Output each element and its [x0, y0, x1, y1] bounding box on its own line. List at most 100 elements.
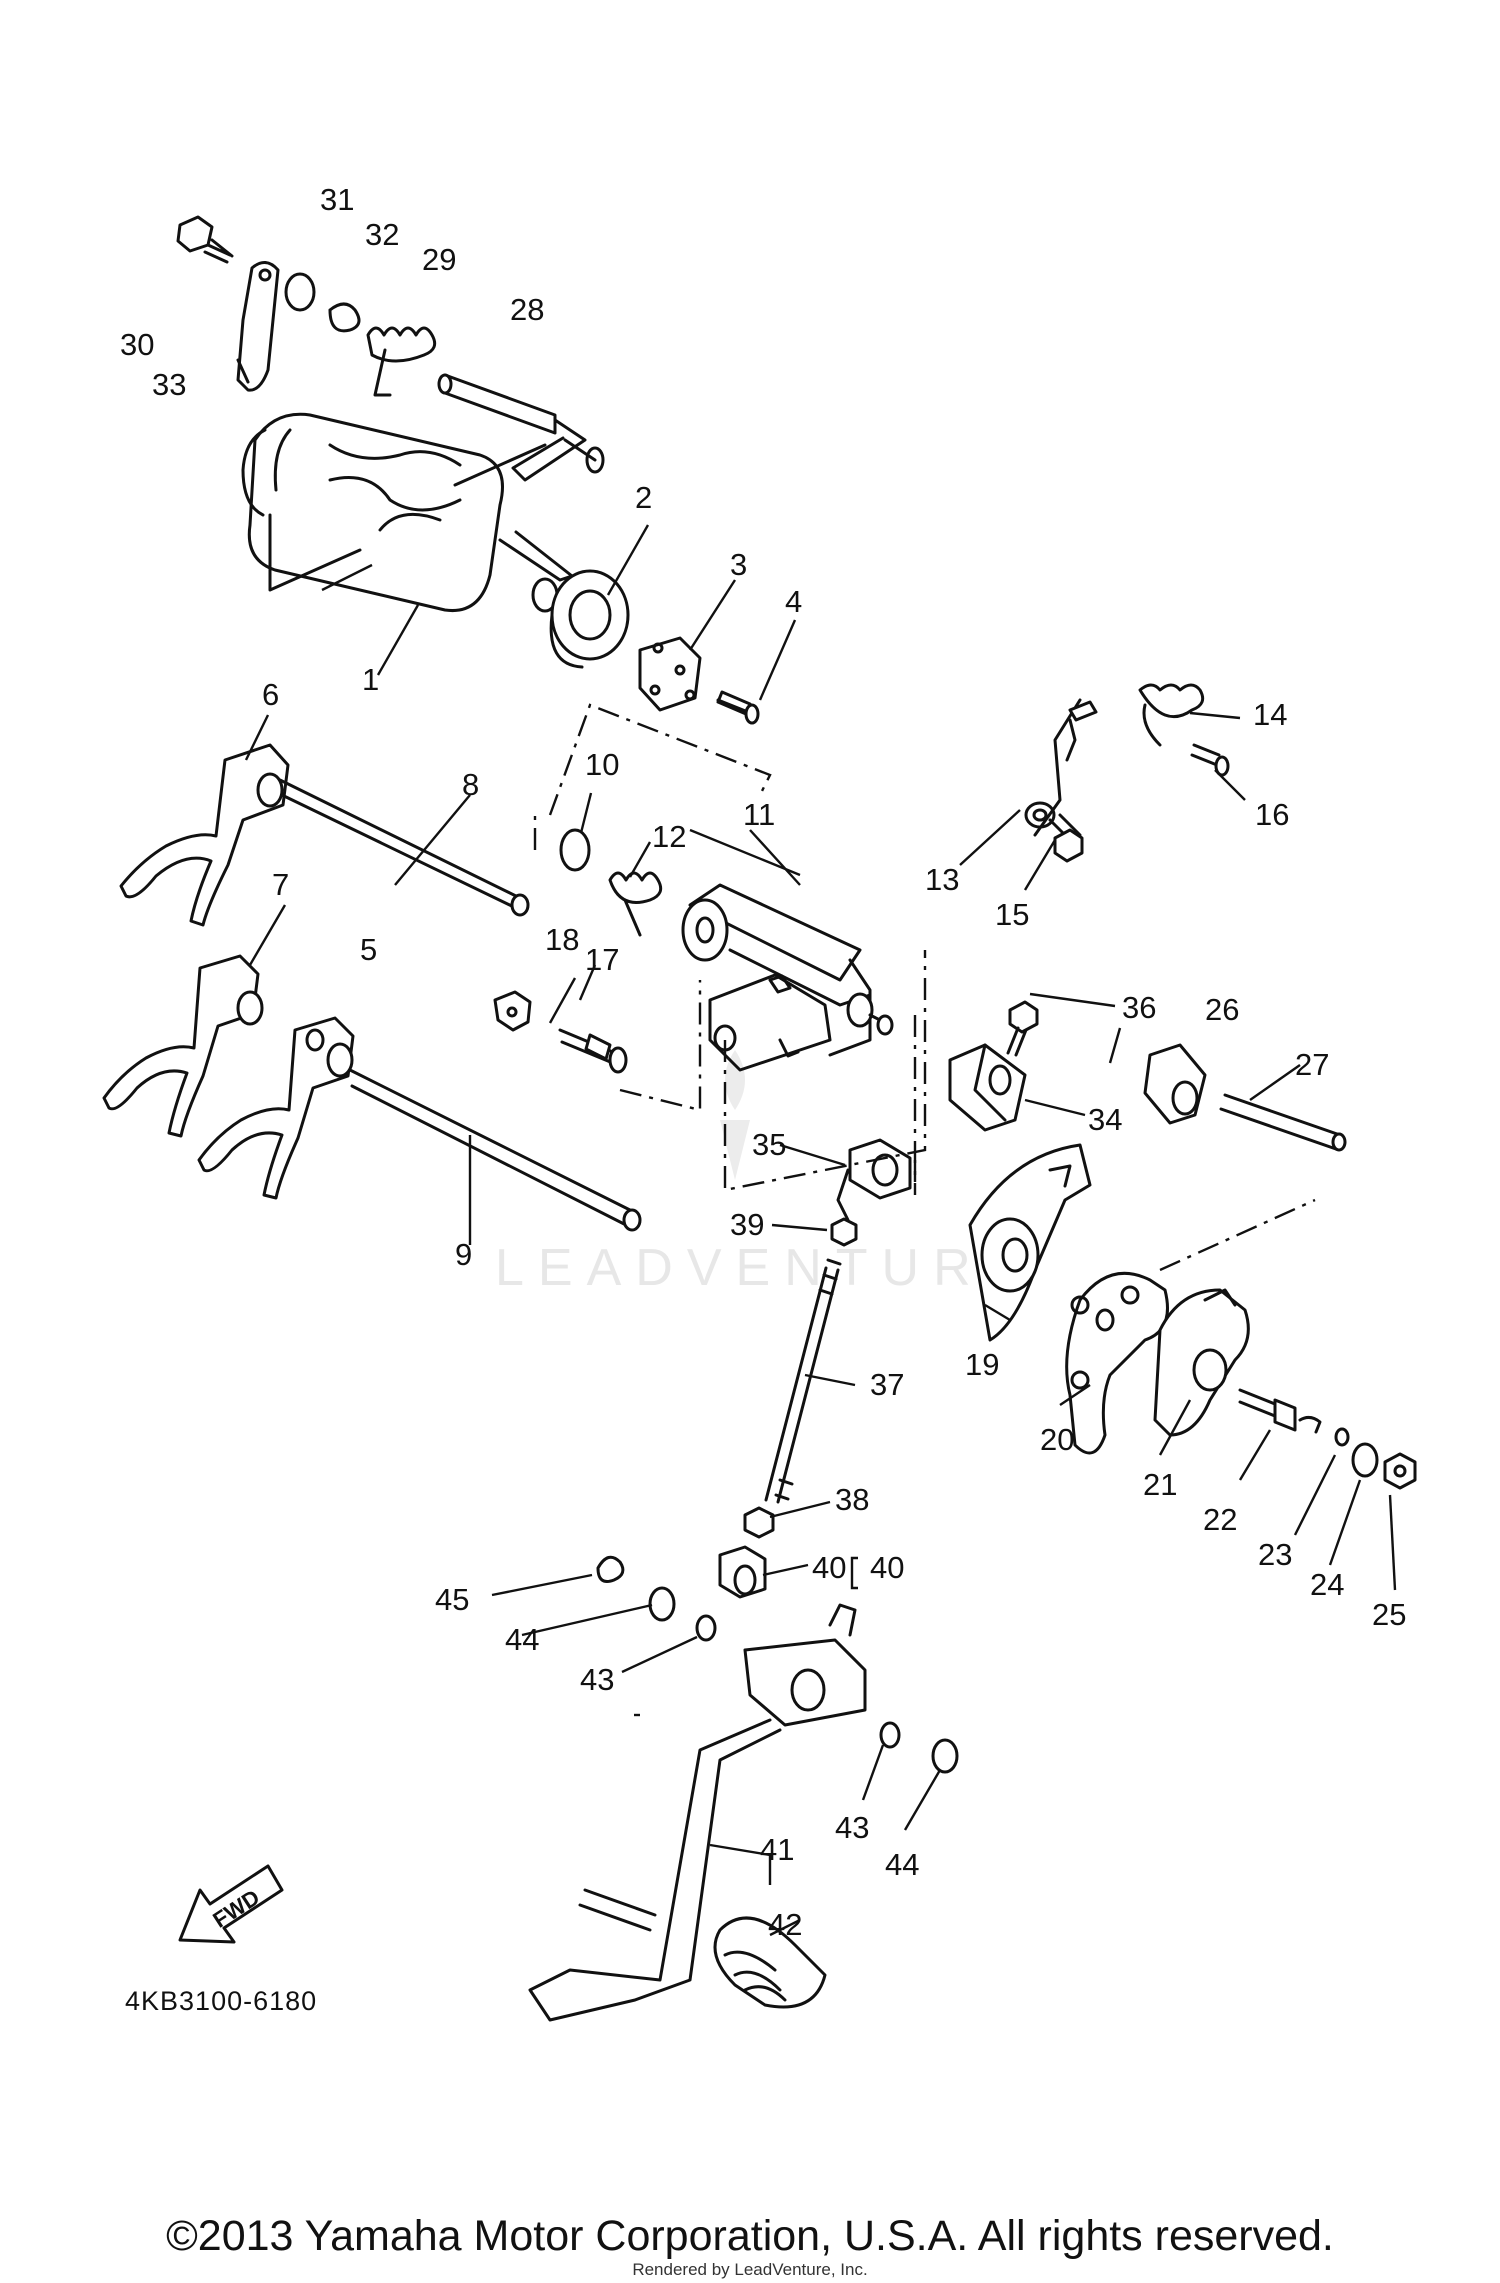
segment-shaft — [437, 373, 605, 482]
callout-42: 42 — [768, 1907, 802, 1942]
callout-44-upper: 44 — [505, 1622, 539, 1657]
cam-21 — [1153, 1288, 1250, 1437]
segment — [638, 636, 702, 712]
callout-35: 35 — [752, 1127, 786, 1162]
callout-37: 37 — [870, 1367, 904, 1402]
fwd-arrow-icon: FWD — [178, 1864, 284, 1944]
callout-12: 12 — [652, 819, 686, 854]
leader-lines — [244, 524, 1397, 1937]
guide-bar-9 — [348, 1068, 642, 1232]
callout-10: 10 — [585, 747, 619, 782]
circlip-45 — [596, 1555, 625, 1583]
bolt-30 — [176, 215, 234, 264]
joint-35 — [836, 1138, 912, 1222]
washer-10 — [559, 828, 591, 872]
washer-24 — [1351, 1442, 1379, 1478]
bolt-36 — [1006, 1000, 1039, 1057]
shift-fork-7 — [102, 954, 264, 1138]
washer-44-lower — [931, 1738, 959, 1774]
shift-pedal-40 — [528, 1603, 867, 2022]
nut-39 — [830, 1217, 858, 1247]
joint-34 — [948, 1043, 1027, 1132]
callout-25: 25 — [1372, 1597, 1406, 1632]
shift-drum — [241, 412, 574, 613]
callout-29: 29 — [422, 242, 456, 277]
callout-31: 31 — [320, 182, 354, 217]
callout-45: 45 — [435, 1582, 469, 1617]
guide-bar-8 — [278, 778, 530, 917]
spring-29 — [366, 326, 437, 397]
washer-44-upper — [648, 1586, 676, 1622]
circlip-32 — [328, 302, 361, 333]
diagram-code: 4KB3100-6180 — [125, 1986, 317, 2016]
callout-15: 15 — [995, 897, 1029, 932]
callout-20: 20 — [1040, 1422, 1074, 1457]
callout-13: 13 — [925, 862, 959, 897]
bolt-17 — [558, 1028, 628, 1074]
watermark: LEADVENTURE — [495, 1050, 1033, 1297]
pin-27 — [1219, 1093, 1347, 1152]
callout-7: 7 — [272, 867, 289, 902]
shift-rod-37 — [764, 1258, 842, 1504]
spring-12 — [608, 871, 663, 937]
lever-13 — [1024, 698, 1098, 837]
callout-16: 16 — [1255, 797, 1289, 832]
callout-2: 2 — [635, 480, 652, 515]
torsion-spring-14 — [1138, 683, 1205, 747]
bolt-15 — [1048, 813, 1084, 863]
callout-40-bracket: 40 — [870, 1550, 904, 1585]
callout-41: 40 — [812, 1550, 846, 1585]
bracket-40-41 — [850, 1556, 858, 1590]
washer-31 — [284, 272, 316, 312]
callout-19: 19 — [965, 1347, 999, 1382]
callout-34: 34 — [1088, 1102, 1122, 1137]
callout-36: 36 — [1122, 990, 1156, 1025]
callout-32: 32 — [365, 217, 399, 252]
callout-5: 5 — [360, 932, 377, 967]
callout-33: 33 — [152, 367, 186, 402]
lever-19 — [968, 1143, 1092, 1342]
stopper-lever-33 — [236, 261, 280, 392]
callout-43-upper: 43 — [580, 1662, 614, 1697]
callout-38: 38 — [835, 1482, 869, 1517]
callout-30: 30 — [120, 327, 154, 362]
o-ring-43-lower — [879, 1721, 901, 1749]
callout-labels: 1 2 3 4 5 6 7 8 9 10 11 12 13 14 15 16 1… — [120, 182, 1406, 1942]
callout-6: 6 — [262, 677, 279, 712]
joint-41 — [718, 1545, 767, 1599]
copyright-notice: ©2013 Yamaha Motor Corporation, U.S.A. A… — [166, 2212, 1334, 2260]
nut-38 — [743, 1506, 775, 1539]
callout-44-lower: 44 — [885, 1847, 919, 1882]
washer-23 — [1334, 1427, 1350, 1447]
callout-40: 41 — [760, 1832, 794, 1867]
callout-18: 18 — [545, 922, 579, 957]
callout-21: 21 — [1143, 1467, 1177, 1502]
callout-43-lower: 43 — [835, 1810, 869, 1845]
watermark-text: LEADVENTURE — [495, 1239, 1033, 1297]
callout-39: 39 — [730, 1207, 764, 1242]
callout-24: 24 — [1310, 1567, 1344, 1602]
callout-28: 28 — [510, 292, 544, 327]
o-ring-43-upper — [695, 1614, 717, 1642]
collar-26 — [1143, 1043, 1207, 1125]
bearing — [549, 569, 630, 669]
pin-16 — [1190, 743, 1230, 777]
bush-shaft-end — [846, 992, 894, 1036]
group-lines — [533, 703, 1316, 1272]
collar-18 — [493, 990, 532, 1032]
shift-shaft-11 — [681, 883, 872, 1072]
footpeg-42 — [578, 1888, 827, 2009]
callout-17: 17 — [585, 942, 619, 977]
callout-9: 9 — [455, 1237, 472, 1272]
screw-4 — [716, 690, 760, 725]
callout-27: 27 — [1295, 1047, 1329, 1082]
callout-26: 26 — [1205, 992, 1239, 1027]
nut-25 — [1383, 1452, 1417, 1490]
callout-3: 3 — [730, 547, 747, 582]
callout-1: 1 — [362, 662, 379, 697]
shift-fork-5 — [197, 1016, 355, 1200]
callout-11: 11 — [743, 797, 775, 832]
rendered-by-note: Rendered by LeadVenture, Inc. — [632, 2260, 868, 2279]
callout-4: 4 — [785, 584, 802, 619]
